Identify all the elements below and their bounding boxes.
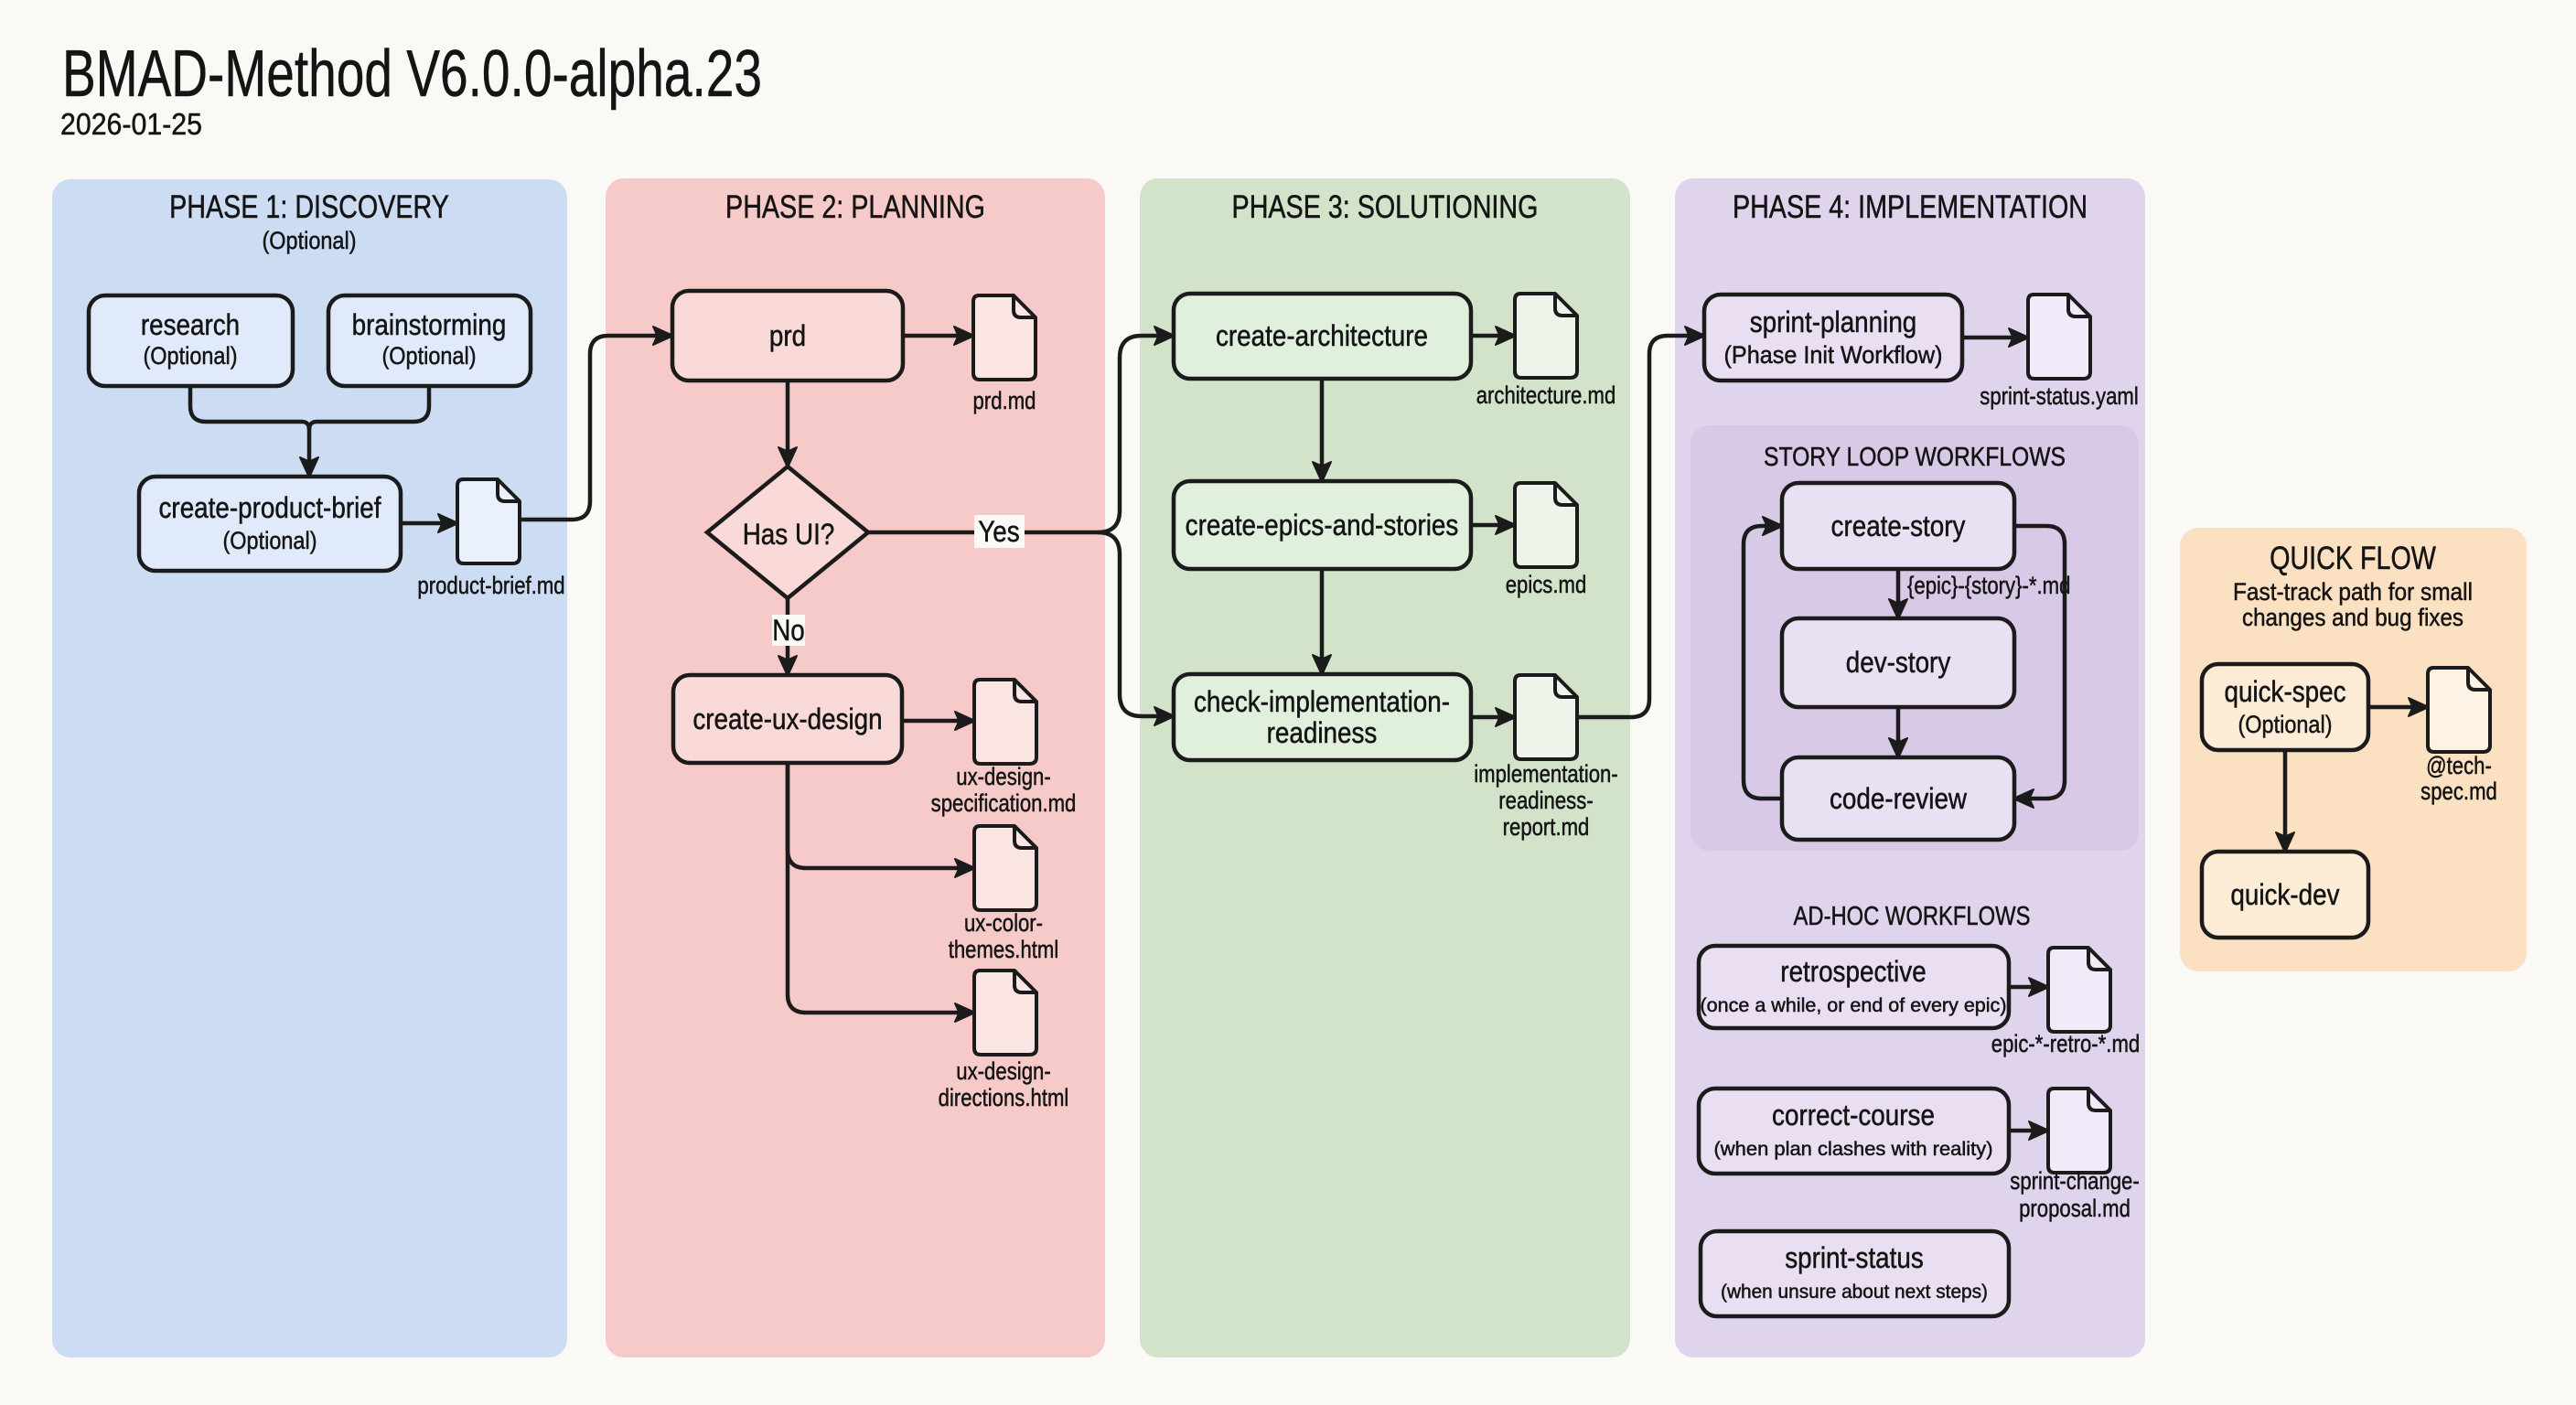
svg-text:epics.md: epics.md [1506, 571, 1587, 598]
svg-text:PHASE 3: SOLUTIONING: PHASE 3: SOLUTIONING [1232, 189, 1539, 225]
svg-text:ux-design-: ux-design- [956, 1057, 1050, 1085]
svg-text:Has UI?: Has UI? [743, 518, 835, 551]
svg-text:No: No [772, 614, 805, 647]
svg-text:quick-spec: quick-spec [2225, 675, 2346, 708]
svg-text:sprint-change-: sprint-change- [2010, 1167, 2140, 1195]
svg-text:(Optional): (Optional) [144, 342, 238, 370]
svg-text:(Optional): (Optional) [263, 227, 357, 254]
svg-text:(Phase Init Workflow): (Phase Init Workflow) [1724, 341, 1943, 369]
svg-text:readiness-: readiness- [1498, 787, 1593, 814]
svg-text:sprint-planning: sprint-planning [1750, 306, 1917, 338]
svg-text:PHASE 1: DISCOVERY: PHASE 1: DISCOVERY [169, 189, 449, 225]
svg-text:create-ux-design: create-ux-design [692, 702, 882, 735]
svg-text:code-review: code-review [1830, 782, 1968, 815]
svg-text:Fast-track path for small: Fast-track path for small [2233, 578, 2473, 606]
svg-text:STORY LOOP WORKFLOWS: STORY LOOP WORKFLOWS [1764, 443, 2066, 472]
svg-text:(when plan clashes with realit: (when plan clashes with reality) [1714, 1139, 1993, 1160]
svg-text:implementation-: implementation- [1474, 760, 1618, 788]
svg-text:PHASE 2: PLANNING: PHASE 2: PLANNING [725, 189, 985, 225]
svg-text:retrospective: retrospective [1780, 955, 1926, 988]
svg-text:(Optional): (Optional) [382, 342, 477, 370]
svg-text:prd: prd [769, 319, 806, 352]
svg-text:directions.html: directions.html [939, 1084, 1069, 1111]
svg-text:create-epics-and-stories: create-epics-and-stories [1186, 509, 1459, 542]
svg-text:{epic}-{story}-*.md: {epic}-{story}-*.md [1907, 572, 2070, 599]
svg-text:AD-HOC WORKFLOWS: AD-HOC WORKFLOWS [1794, 902, 2031, 931]
svg-text:product-brief.md: product-brief.md [417, 572, 564, 599]
svg-text:changes and bug fixes: changes and bug fixes [2242, 604, 2463, 631]
svg-text:(once a while, or end of every: (once a while, or end of every epic) [1701, 995, 2007, 1016]
svg-text:BMAD-Method V6.0.0-alpha.23: BMAD-Method V6.0.0-alpha.23 [62, 38, 762, 111]
svg-text:spec.md: spec.md [2420, 778, 2497, 805]
svg-text:check-implementation-: check-implementation- [1194, 685, 1450, 718]
svg-text:sprint-status: sprint-status [1785, 1241, 1924, 1274]
svg-text:PHASE 4: IMPLEMENTATION: PHASE 4: IMPLEMENTATION [1733, 189, 2088, 225]
svg-text:architecture.md: architecture.md [1476, 381, 1616, 409]
svg-text:Yes: Yes [978, 515, 1019, 548]
svg-text:2026-01-25: 2026-01-25 [60, 107, 202, 141]
svg-text:report.md: report.md [1503, 813, 1590, 841]
svg-text:prd.md: prd.md [973, 387, 1036, 414]
svg-text:create-story: create-story [1831, 509, 1966, 542]
svg-text:themes.html: themes.html [949, 936, 1059, 963]
svg-text:QUICK FLOW: QUICK FLOW [2270, 541, 2436, 576]
svg-text:dev-story: dev-story [1846, 646, 1951, 679]
svg-text:(Optional): (Optional) [223, 527, 317, 554]
svg-text:correct-course: correct-course [1772, 1099, 1935, 1132]
svg-text:ux-color-: ux-color- [964, 909, 1043, 937]
svg-text:specification.md: specification.md [931, 789, 1077, 817]
svg-text:(Optional): (Optional) [2238, 711, 2333, 738]
svg-text:create-product-brief: create-product-brief [159, 491, 381, 524]
svg-text:epic-*-retro-*.md: epic-*-retro-*.md [1991, 1030, 2140, 1057]
svg-text:(when unsure about next steps): (when unsure about next steps) [1721, 1282, 1988, 1303]
svg-text:create-architecture: create-architecture [1216, 319, 1428, 352]
svg-text:ux-design-: ux-design- [956, 763, 1050, 790]
svg-text:brainstorming: brainstorming [352, 308, 507, 341]
svg-text:readiness: readiness [1267, 716, 1378, 749]
svg-text:proposal.md: proposal.md [2019, 1195, 2131, 1222]
svg-text:quick-dev: quick-dev [2230, 878, 2339, 911]
svg-text:research: research [141, 308, 240, 341]
svg-text:sprint-status.yaml: sprint-status.yaml [1980, 382, 2139, 410]
svg-text:@tech-: @tech- [2426, 752, 2492, 779]
